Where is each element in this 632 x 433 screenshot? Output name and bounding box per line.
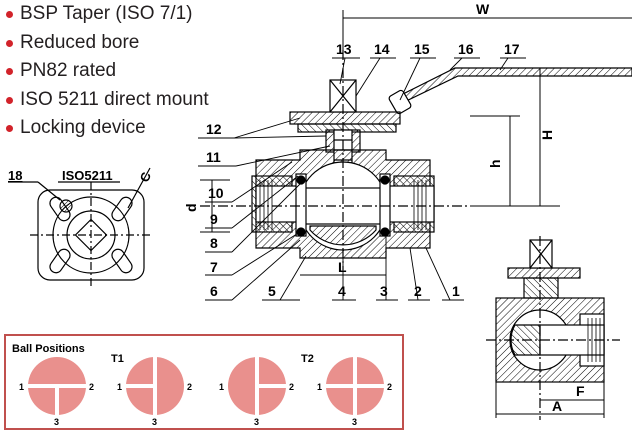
ball-position-diagram (126, 357, 184, 415)
leader-lines (198, 57, 526, 301)
port-label-2: 2 (187, 382, 192, 392)
feature-list: BSP Taper (ISO 7/1) Reduced bore PN82 ra… (6, 0, 209, 143)
feature-text: Locking device (20, 117, 146, 139)
top-view-label-18: 18 (8, 168, 22, 183)
dimension-label-w: W (476, 1, 490, 17)
port-label-2: 2 (289, 382, 294, 392)
port-label-3: 3 (254, 417, 259, 427)
part-label-14: 14 (374, 41, 390, 57)
feature-text: BSP Taper (ISO 7/1) (20, 3, 193, 24)
dimension-label-d: d (183, 203, 199, 212)
part-label-8: 8 (210, 235, 218, 251)
part-label-6: 6 (210, 283, 218, 299)
part-label-9: 9 (210, 211, 218, 227)
port-label-2: 2 (89, 382, 94, 392)
ball-position-diagram (28, 357, 86, 416)
port-label-1: 1 (19, 382, 24, 392)
side-section-drawing (486, 236, 620, 420)
dimension-label-l: L (338, 259, 347, 275)
ball-position-diagram (228, 357, 286, 415)
ball-positions-title: Ball Positions (12, 343, 85, 355)
part-label-12: 12 (206, 121, 222, 137)
part-label-15: 15 (414, 41, 430, 57)
part-label-7: 7 (210, 259, 218, 275)
bullet-icon (6, 11, 13, 18)
dimension-label-a: A (552, 398, 562, 414)
port-label-2: 2 (387, 382, 392, 392)
top-view-label-iso5211: ISO5211 (62, 168, 113, 183)
ball-port-labels: 1 2 3 1 2 3 1 2 3 1 2 3 (19, 382, 392, 427)
feature-text: ISO 5211 direct mount (20, 88, 209, 110)
port-label-1: 1 (317, 382, 322, 392)
port-label-3: 3 (152, 417, 157, 427)
ball-positions-panel (4, 334, 404, 430)
bullet-icon (6, 68, 13, 76)
dimension-label-h-upper: H (539, 130, 555, 140)
ball-group-label-t2: T2 (301, 353, 314, 365)
part-number-labels: 1 2 3 4 5 6 7 8 9 10 11 12 13 14 15 16 1… (206, 41, 520, 299)
top-view-label-c: C (137, 169, 155, 184)
feature-item: PN82 rated (6, 57, 209, 86)
ball-group-label-t1: T1 (111, 353, 124, 365)
port-label-3: 3 (352, 417, 357, 427)
part-label-11: 11 (206, 149, 221, 165)
part-label-17: 17 (504, 41, 520, 57)
port-label-1: 1 (219, 382, 224, 392)
feature-item: Reduced bore (6, 29, 209, 58)
port-label-1: 1 (117, 382, 122, 392)
feature-item: BSP Taper (ISO 7/1) (6, 0, 209, 29)
dimension-label-f: F (576, 383, 585, 399)
part-label-1: 1 (452, 283, 460, 299)
feature-text: Reduced bore (20, 31, 140, 53)
feature-text: PN82 rated (20, 60, 117, 82)
dimension-lines (200, 10, 632, 276)
part-label-3: 3 (380, 283, 388, 299)
dimension-label-h-lower: h (487, 159, 503, 168)
top-view-drawing (8, 167, 152, 288)
part-label-13: 13 (336, 41, 352, 57)
part-label-5: 5 (268, 283, 276, 299)
ball-position-diagram (326, 357, 384, 415)
main-section-drawing (200, 50, 632, 270)
part-label-2: 2 (414, 283, 422, 299)
port-label-3: 3 (54, 417, 59, 427)
bullet-icon (6, 96, 13, 104)
part-label-10: 10 (208, 185, 224, 201)
side-dimension-lines (495, 382, 605, 418)
bullet-icon (6, 125, 13, 133)
feature-item: ISO 5211 direct mount (6, 86, 209, 115)
part-label-16: 16 (458, 41, 474, 57)
part-label-4: 4 (338, 283, 346, 299)
feature-item: Locking device (6, 114, 209, 143)
bullet-icon (6, 39, 13, 47)
